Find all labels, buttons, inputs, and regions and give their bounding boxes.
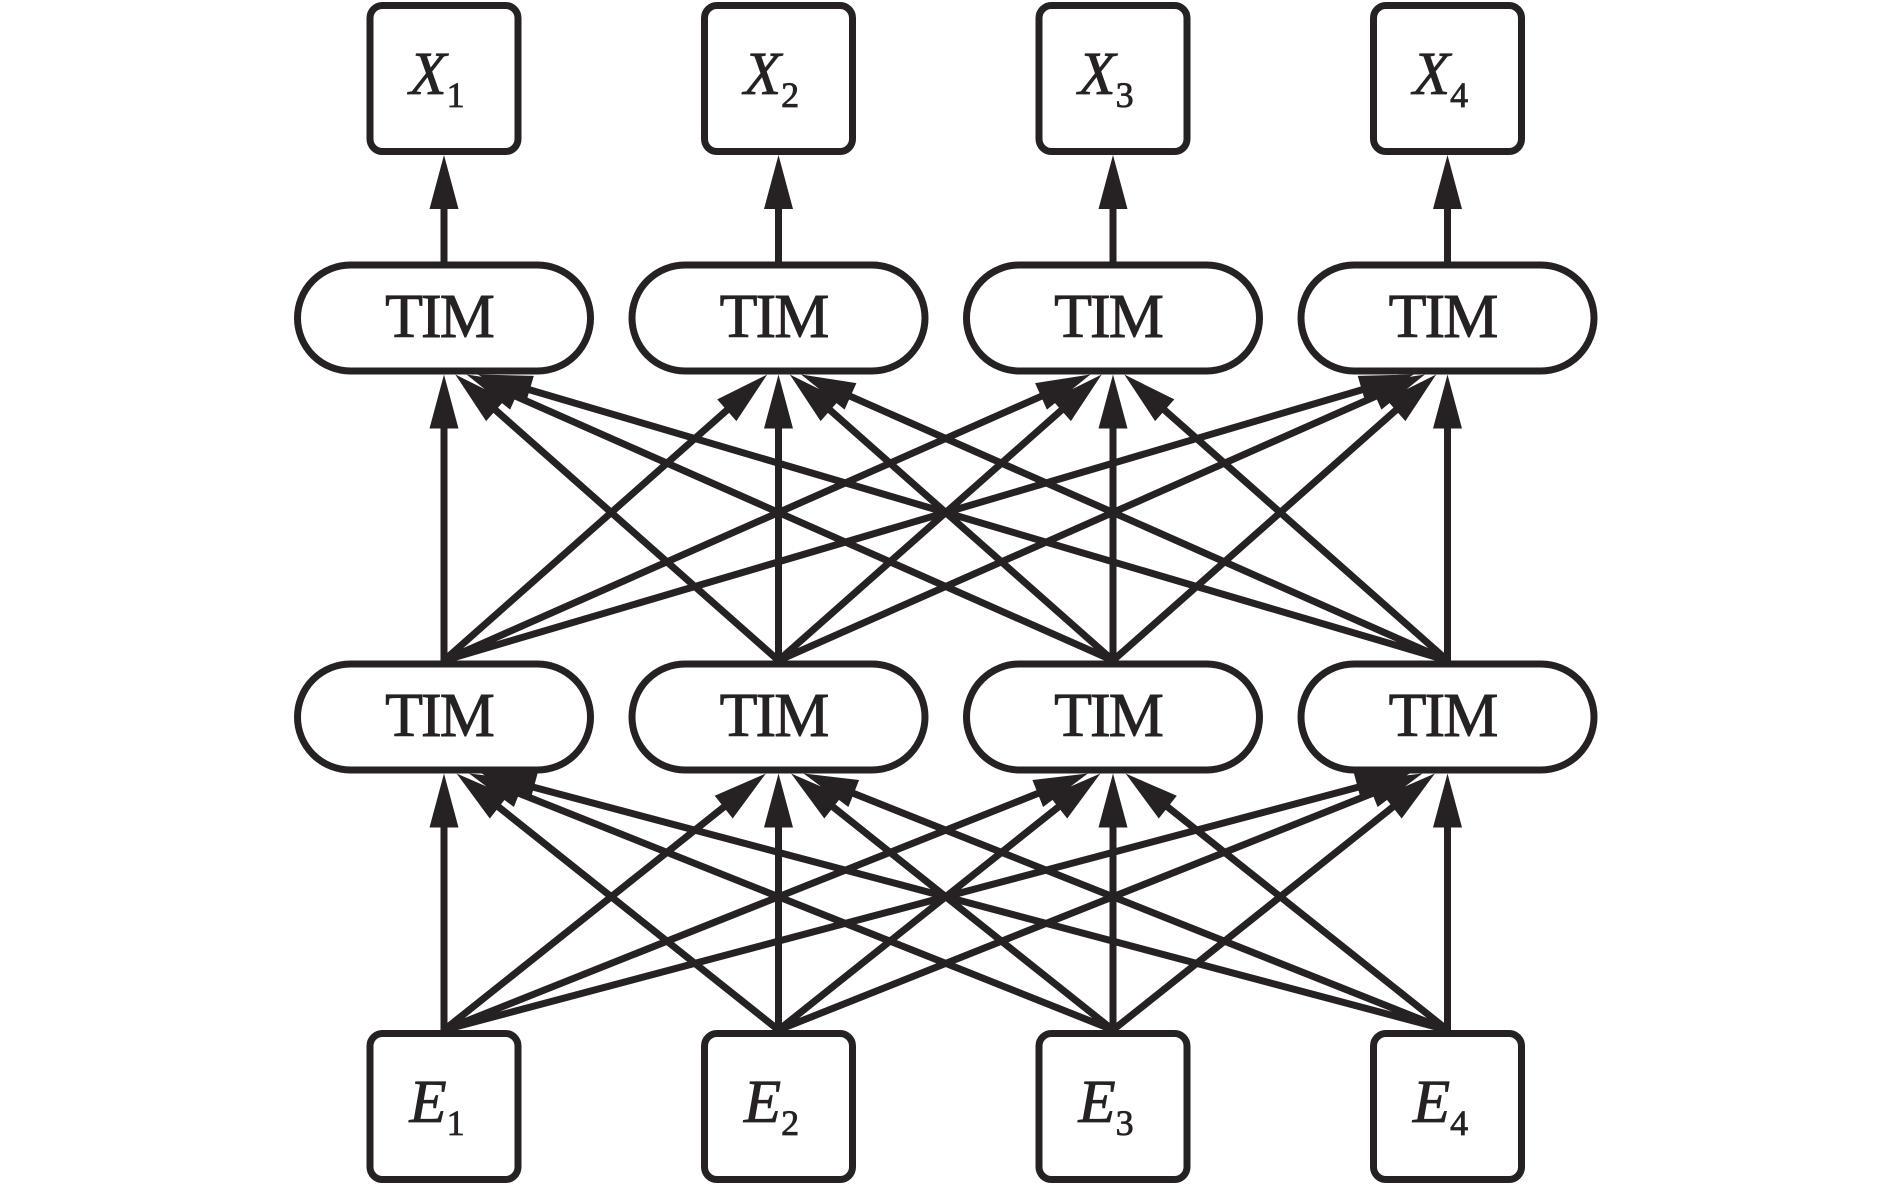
svg-text:TIM: TIM	[385, 682, 494, 750]
svg-text:TIM: TIM	[385, 283, 494, 351]
svg-text:TIM: TIM	[1054, 283, 1163, 351]
svg-text:X1: X1	[406, 41, 464, 115]
svg-text:TIM: TIM	[1389, 682, 1498, 750]
svg-text:TIM: TIM	[1054, 682, 1163, 750]
svg-text:TIM: TIM	[720, 682, 829, 750]
svg-text:TIM: TIM	[1389, 283, 1498, 351]
svg-text:E3: E3	[1077, 1069, 1133, 1143]
svg-text:TIM: TIM	[720, 283, 829, 351]
